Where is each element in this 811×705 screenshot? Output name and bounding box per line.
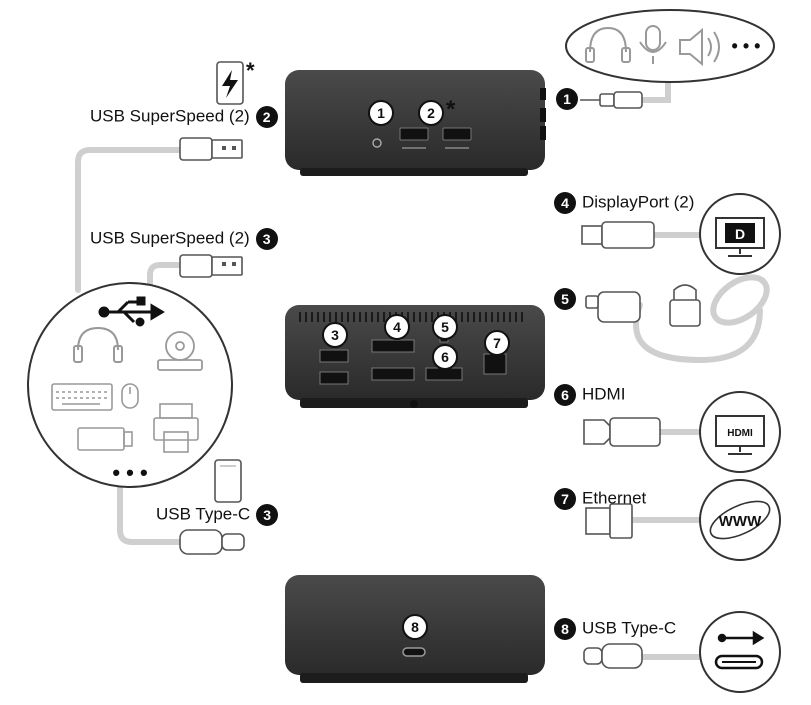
usb-a-connector-mid xyxy=(179,254,243,278)
usb-port-front-1 xyxy=(399,127,429,141)
keyboard-icon xyxy=(51,383,113,411)
port-2-asterisk: * xyxy=(446,96,456,123)
phone-icon xyxy=(214,459,242,503)
usb-port-front-2 xyxy=(442,127,472,141)
dock-back-view xyxy=(285,305,545,408)
svg-text:D: D xyxy=(735,226,745,242)
port-number-5: 5 xyxy=(432,314,458,340)
svg-text:HDMI: HDMI xyxy=(727,428,753,439)
displayport-connector xyxy=(581,221,655,249)
usb-port-back-2 xyxy=(319,371,349,385)
displayport-monitor-icon: D xyxy=(715,217,765,257)
port-number-6: 6 xyxy=(432,344,458,370)
ethernet-connector xyxy=(585,503,633,539)
port-number-4: 4 xyxy=(384,314,410,340)
audio-jack xyxy=(372,138,382,148)
hdmi-monitor-icon: HDMI xyxy=(715,415,765,455)
displayport-1 xyxy=(371,339,415,353)
hdmi-connector xyxy=(583,417,661,447)
headphones-icon xyxy=(73,326,123,363)
printer-icon xyxy=(153,403,199,453)
microphone-icon xyxy=(639,25,667,64)
cable-lock-icon xyxy=(585,284,701,327)
mouse-icon xyxy=(121,383,139,409)
usb-c-connector-left xyxy=(179,529,245,555)
audio-more-dots: • • • xyxy=(732,36,761,56)
audio-devices-bubble xyxy=(565,9,775,83)
port-number-2: 2 xyxy=(418,100,444,126)
globe-www-icon: WWW xyxy=(709,500,771,540)
usb-c-connector-right xyxy=(583,643,643,669)
usb-flash-drive-icon xyxy=(77,427,133,451)
charging-asterisk: * xyxy=(246,58,255,83)
headset-icon xyxy=(585,26,631,63)
audio-plug-connector xyxy=(580,91,643,109)
peripherals-more-dots: • • • xyxy=(112,460,147,485)
cables xyxy=(75,77,763,660)
speaker-icon xyxy=(679,27,720,67)
charging-phone-icon xyxy=(216,61,244,105)
usb-symbol-icon xyxy=(98,296,165,327)
label-lock-number: 5 xyxy=(554,288,582,310)
label-audio-number: 1 xyxy=(556,88,584,110)
usb-c-monitor-icon xyxy=(714,630,765,670)
ethernet-port xyxy=(483,353,507,375)
displayport-2 xyxy=(371,367,415,381)
usb-c-port xyxy=(402,647,426,657)
dock-front-view xyxy=(285,70,546,176)
cd-drive-icon xyxy=(157,331,203,371)
usb-port-back-1 xyxy=(319,349,349,363)
peripherals-circle xyxy=(27,282,233,488)
label-usb-superspeed-mid: USB SuperSpeed (2)3 xyxy=(90,228,278,250)
usb-a-connector-top xyxy=(179,137,243,161)
port-number-1: 1 xyxy=(368,100,394,126)
svg-text:WWW: WWW xyxy=(719,513,762,530)
label-usb-superspeed-top: USB SuperSpeed (2)2 xyxy=(90,106,278,128)
port-number-3: 3 xyxy=(322,322,348,348)
port-number-8: 8 xyxy=(402,614,428,640)
port-number-7: 7 xyxy=(484,330,510,356)
